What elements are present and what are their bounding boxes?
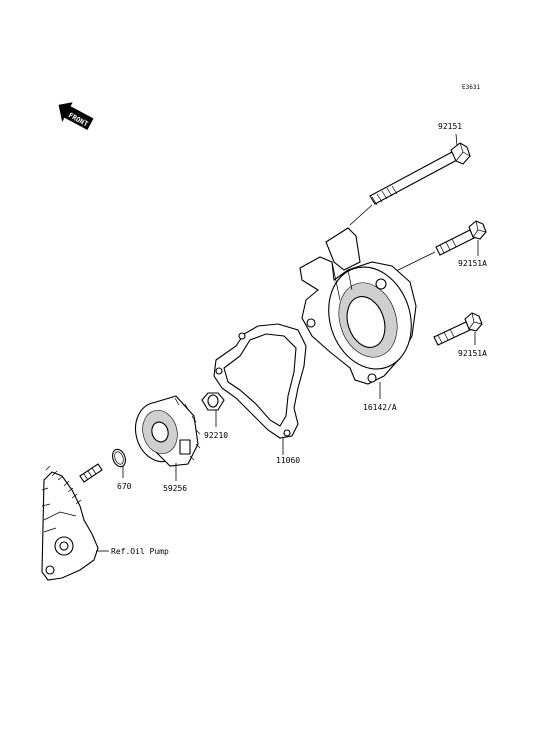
bolt-lower-92151a: [433, 312, 483, 346]
oil-pump-reference: [41, 463, 103, 581]
figure-code: E3631: [462, 84, 480, 91]
oring-670: [112, 448, 126, 468]
part-label-670: 670: [117, 482, 132, 491]
part-label-11060: 11060: [276, 456, 300, 465]
part-label-92210: 92210: [204, 431, 228, 440]
pump-cover-16142a: [299, 227, 417, 385]
impeller-59256: [135, 395, 201, 467]
nut-92210: [201, 392, 225, 411]
part-label-92151: 92151: [438, 122, 462, 131]
front-arrow-icon: FRONT: [58, 102, 94, 130]
part-label-16142a: 16142/A: [363, 403, 397, 412]
part-label-59256: 59256: [163, 484, 187, 493]
bolt-long-92151: [369, 142, 471, 206]
part-label-92151a-upper: 92151A: [458, 259, 487, 268]
gasket-11060: [213, 323, 307, 439]
part-label-92151a-lower: 92151A: [458, 349, 487, 358]
part-label-ref-oil-pump: Ref.Oil Pump: [111, 547, 169, 556]
bolt-upper-92151a: [435, 220, 487, 256]
